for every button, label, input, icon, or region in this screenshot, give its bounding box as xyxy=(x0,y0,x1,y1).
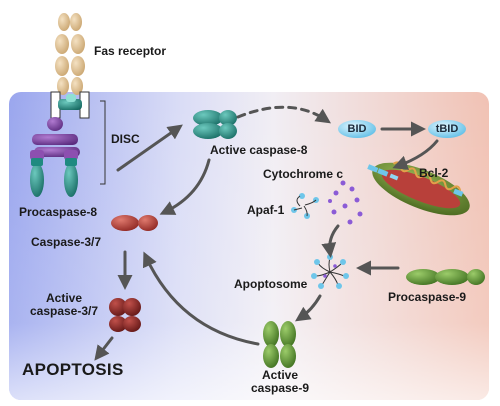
arrow-caspase8-to-bid xyxy=(236,105,331,124)
active-caspase8-icon xyxy=(193,110,237,139)
arrow-caspase9-to-caspase37 xyxy=(143,251,260,346)
apoptosome-icon xyxy=(311,254,349,289)
bid-icon xyxy=(338,120,376,138)
apaf1-icon xyxy=(291,193,319,219)
label-bcl2: Bcl-2 xyxy=(419,166,449,180)
active-caspase37-icon xyxy=(109,298,141,332)
procaspase9-icon xyxy=(406,269,485,285)
label-active-caspase9-line1: Active xyxy=(261,368,299,382)
label-fas-receptor: Fas receptor xyxy=(94,44,167,58)
arrow-cytochrome-to-apoptosome xyxy=(321,224,340,258)
label-disc: DISC xyxy=(111,132,140,146)
label-caspase37: Caspase-3/7 xyxy=(31,235,102,249)
arrow-active-to-apoptosis xyxy=(94,336,114,361)
disc-bracket xyxy=(100,100,106,185)
label-cytochrome-c: Cytochrome c xyxy=(263,167,344,181)
disc-complex-icon xyxy=(30,91,90,197)
arrow-tbid-to-mitochondrion xyxy=(392,139,439,170)
mitochondrion-icon xyxy=(367,161,470,216)
caspase37-icon xyxy=(111,215,158,231)
label-bid: BID xyxy=(347,123,367,135)
pathway-arrows xyxy=(94,105,439,361)
fas-receptor-icon xyxy=(55,13,85,95)
arrow-apoptosome-to-caspase9 xyxy=(295,294,322,322)
label-apoptosome: Apoptosome xyxy=(234,277,308,291)
label-active-caspase37-line2: caspase-3/7 xyxy=(29,304,99,319)
label-active-caspase9-line2: caspase-9 xyxy=(250,381,310,396)
arrow-disc-to-caspase8 xyxy=(116,124,183,172)
label-procaspase9: Procaspase-9 xyxy=(388,290,467,304)
label-procaspase8: Procaspase-8 xyxy=(19,205,98,219)
label-tbid: tBID xyxy=(435,123,459,135)
tbid-icon xyxy=(428,120,466,138)
label-active-caspase37: Active caspase-3/7 xyxy=(22,291,106,319)
cytochrome-c-dots xyxy=(328,180,363,225)
label-active-caspase37-line1: Active xyxy=(45,291,83,305)
label-active-caspase8: Active caspase-8 xyxy=(210,143,308,157)
arrow-caspase8-to-caspase37 xyxy=(159,158,211,215)
active-caspase9-icon xyxy=(263,321,296,368)
label-apoptosis: APOPTOSIS xyxy=(22,360,124,379)
label-active-caspase9: Active caspase-9 xyxy=(240,368,320,396)
label-apaf1: Apaf-1 xyxy=(247,203,285,217)
